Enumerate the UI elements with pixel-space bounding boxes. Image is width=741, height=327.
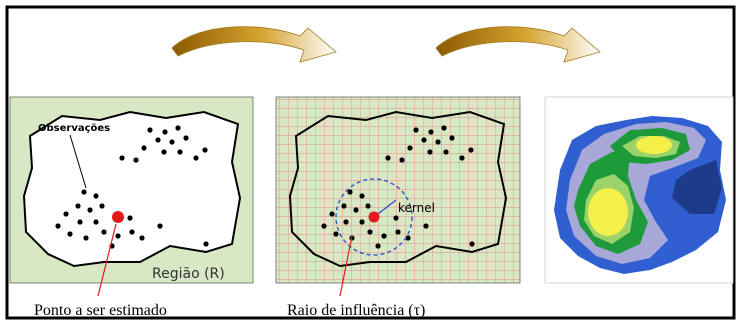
region-label: Região (R) [152,266,225,282]
density-deep-blue [672,160,722,214]
panel-2-grid [275,96,521,284]
process-arrow-2 [435,26,601,63]
kernel-radius-circle [335,178,413,256]
estimation-point [112,211,124,223]
kernel-center-point [368,211,380,223]
grid-observation-points [321,125,475,249]
panel-density-surface [544,96,734,284]
process-arrow-1 [171,26,337,63]
kernel-label: kernel [398,201,435,215]
density-peak-top [636,136,672,154]
panel-observations: Observações Região (R) [9,96,254,297]
observations-label: Observações [38,123,110,134]
region-boundary-2 [288,110,508,268]
caption-point-estimated: Ponto a ser estimado [34,302,167,319]
estimation-pointer [97,223,117,297]
radius-pointer [339,235,353,297]
observations-pointer [69,134,87,189]
density-peak-bottom [588,188,628,236]
caption-influence-radius: Raio de influência (τ) [287,302,426,319]
observation-points [55,125,209,249]
region-boundary [22,110,242,268]
figure-border [5,5,736,320]
panel-kernel-grid: kernel [275,96,521,297]
